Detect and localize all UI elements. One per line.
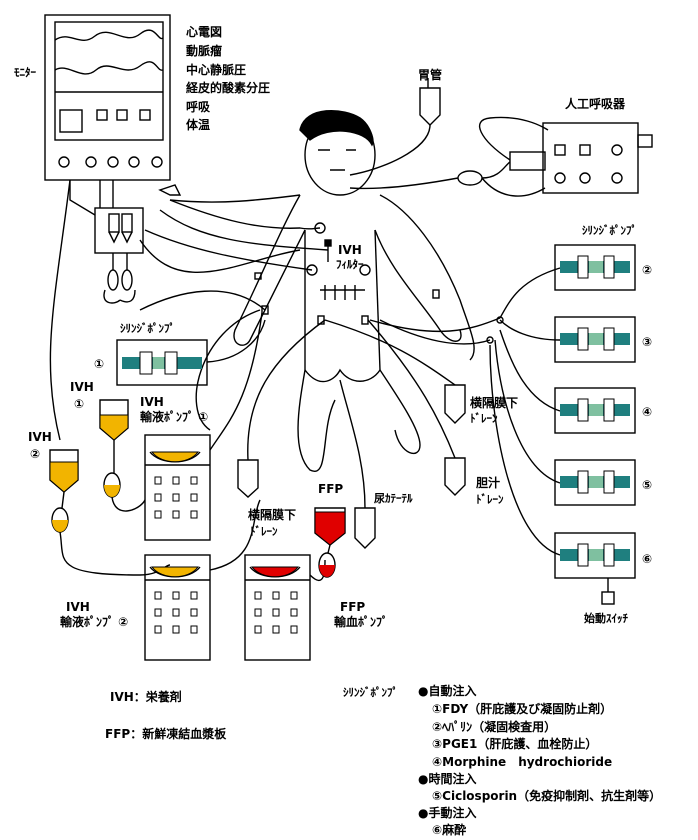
legend-line-auto: ●自動注入 <box>418 684 477 698</box>
ffp-pump-label-a: FFP <box>340 600 366 614</box>
ventilator-machine <box>349 116 653 197</box>
patient-body <box>169 114 475 472</box>
legend-line-6: ⑥麻酔 <box>432 823 467 837</box>
patient-monitor <box>44 14 171 181</box>
syringe-pump-2-body <box>560 255 630 279</box>
syringe-pump-5-body <box>560 470 630 494</box>
legend-line-1: ①FDY（肝庇護及び凝固防止剤） <box>432 702 613 716</box>
ivh1-label-b: ① <box>74 397 85 411</box>
subphrenic-drain-right-bag <box>324 319 466 424</box>
bile-drain-bag <box>367 319 466 496</box>
monitor-item-arterial: 動脈瘤 <box>186 44 223 58</box>
legend-ffp-definition: FFP：新鮮凍結血漿板 <box>105 727 227 741</box>
monitor-line <box>49 179 71 441</box>
bile-drain-a: 胆汁 <box>476 476 501 490</box>
legend-syringe-title: ｼﾘﾝｼﾞﾎﾟﾝﾌﾟ <box>343 686 398 699</box>
monitor-item-temp: 体温 <box>186 118 211 132</box>
monitor-item-resp: 呼吸 <box>186 100 211 114</box>
subphrenic-drain-left-b: ﾄﾞﾚｰﾝ <box>250 525 278 538</box>
ivh1-label-a: IVH <box>70 380 94 394</box>
pump-num-4: ④ <box>642 405 653 419</box>
monitor-label: ﾓﾆﾀｰ <box>14 66 36 79</box>
infusion-pump-2 <box>144 499 261 661</box>
ivh-filter-label-2: ﾌｨﾙﾀｰ <box>336 258 364 271</box>
legend-line-3: ③PGE1（肝庇護、血栓防止） <box>432 737 598 751</box>
pump-keypad-3 <box>254 591 298 634</box>
filled-elements <box>49 255 630 578</box>
legend-line-manual: ●手動注入 <box>418 806 477 820</box>
infusion-pump2-label-a: IVH <box>66 600 90 614</box>
ventilator-label: 人工呼吸器 <box>565 97 626 111</box>
pump-num-6: ⑥ <box>642 552 653 566</box>
syringe-pump-1 <box>116 290 266 386</box>
pump-keypad-1 <box>154 476 198 519</box>
syringe-pump-6-body <box>560 543 630 567</box>
subphrenic-drain-left-bag <box>237 319 326 498</box>
patient-hair <box>299 110 374 147</box>
monitor-item-spo2: 経皮的酸素分圧 <box>186 81 271 95</box>
infusion-pump1-label-b: 輸液ﾎﾟﾝﾌﾟ ① <box>140 410 209 424</box>
urine-catheter-label: 尿ｶﾃｰﾃﾙ <box>374 492 413 505</box>
stomach-tube-bag <box>349 78 441 176</box>
pump-keypads <box>154 476 298 634</box>
ivh2-label-a: IVH <box>28 430 52 444</box>
legend-line-timed: ●時間注入 <box>418 772 477 786</box>
ivh-filter-label-1: IVH <box>338 243 362 257</box>
subphrenic-drain-left-a: 横隔膜下 <box>248 508 297 522</box>
subphrenic-drain-right-b: ﾄﾞﾚｰﾝ <box>470 412 498 425</box>
ffp-bag-label: FFP <box>318 482 344 496</box>
pressure-transducer <box>69 180 144 304</box>
syringe-pump-3-body <box>560 327 630 351</box>
legend-ivh-definition: IVH：栄養剤 <box>110 690 182 704</box>
monitor-item-cvp: 中心静脈圧 <box>186 63 247 77</box>
subphrenic-drain-right-a: 横隔膜下 <box>470 396 519 410</box>
transducer-line <box>139 239 301 274</box>
pump-num-3: ③ <box>642 335 653 349</box>
start-switch-label: 始動ｽｲｯﾁ <box>584 612 628 625</box>
syringe-pump-4-body <box>560 398 630 422</box>
ivh-line <box>195 309 261 431</box>
urine-catheter-bag <box>339 379 376 549</box>
syringe-pump-left-label: ｼﾘﾝｼﾞﾎﾟﾝﾌﾟ <box>120 322 175 335</box>
patient-face <box>318 149 356 171</box>
syringe-pump-right-label: ｼﾘﾝｼﾞﾎﾟﾝﾌﾟ <box>582 224 637 237</box>
chest-lines <box>144 184 440 325</box>
bile-drain-b: ﾄﾞﾚｰﾝ <box>476 493 504 506</box>
infusion-pump2-label-b: 輸液ﾎﾟﾝﾌﾟ ② <box>60 615 129 629</box>
legend-line-5: ⑤Ciclosporin（免疫抑制剤、抗生剤等） <box>432 789 662 803</box>
infusion-pump1-label-a: IVH <box>140 395 164 409</box>
pump-num-2: ② <box>642 263 653 277</box>
ivh2-label-b: ② <box>30 447 41 461</box>
infusion-pump-1 <box>144 312 263 541</box>
legend-line-4: ④Morphine hydrochioride <box>432 755 613 769</box>
syringe-pump-left-num: ① <box>94 357 105 371</box>
monitor-item-ecg: 心電図 <box>186 25 223 39</box>
legend-line-2: ②ﾍﾊﾟﾘﾝ（凝固検査用） <box>432 720 557 734</box>
pump-num-5: ⑤ <box>642 478 653 492</box>
stomach-tube-label: 胃管 <box>418 68 443 82</box>
syringe-pumps-right <box>369 244 636 605</box>
pump-keypad-2 <box>154 591 198 634</box>
ffp-pump-label-b: 輸血ﾎﾟﾝﾌﾟ <box>334 615 389 629</box>
